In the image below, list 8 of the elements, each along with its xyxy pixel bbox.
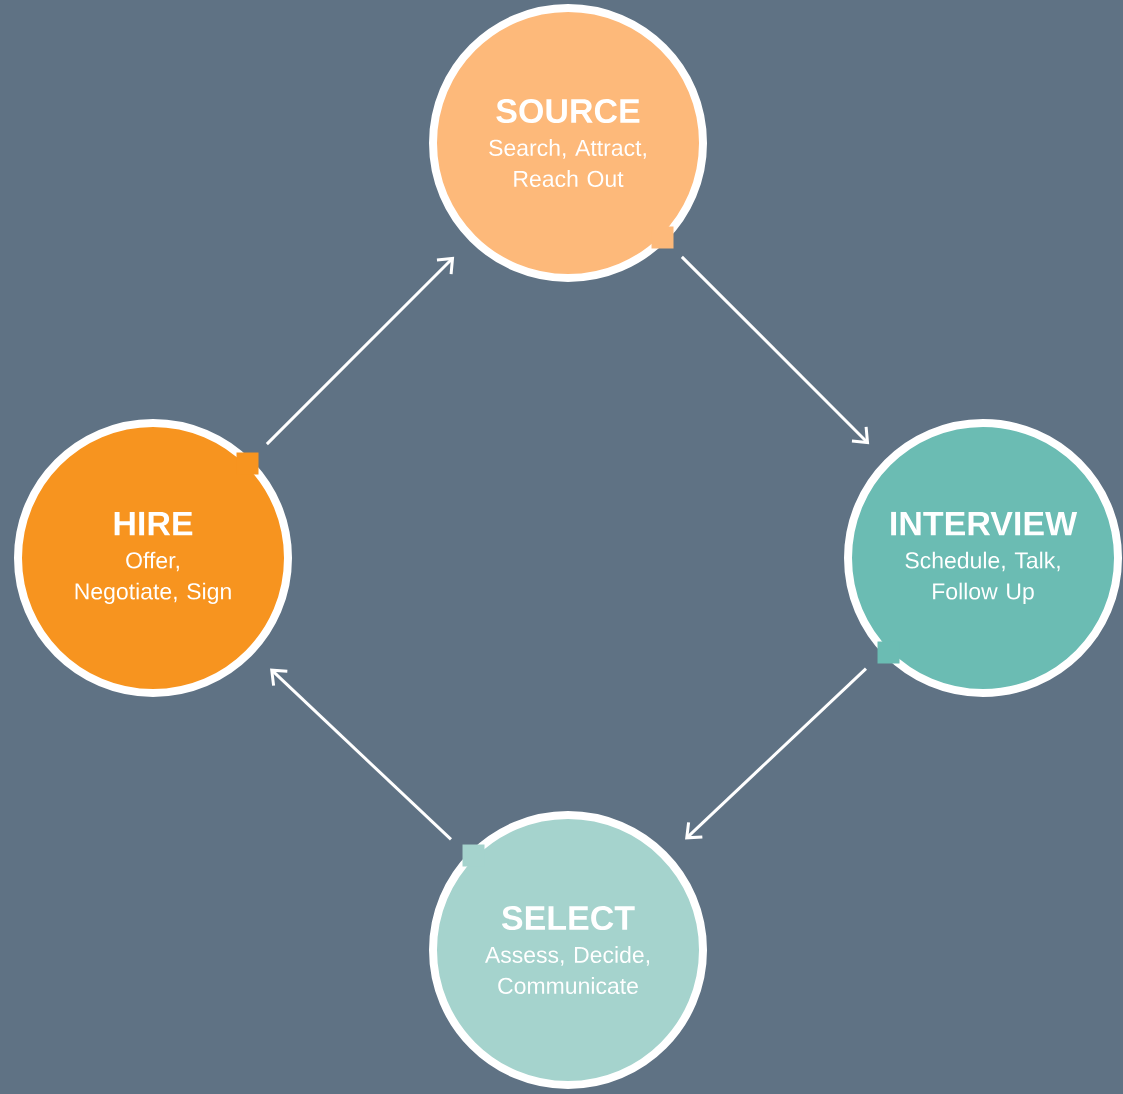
arrow	[680, 255, 870, 445]
arrow	[685, 667, 867, 840]
speech-bubble: SELECT Assess, Decide, Communicate	[429, 811, 707, 1089]
speech-bubble: SOURCE Search, Attract, Reach Out	[429, 4, 707, 282]
speech-bubble: INTERVIEW Schedule, Talk, Follow Up	[844, 419, 1122, 697]
arrow	[270, 668, 452, 841]
speech-bubble: HIRE Offer, Negotiate, Sign	[14, 419, 292, 697]
arrow	[265, 256, 455, 446]
